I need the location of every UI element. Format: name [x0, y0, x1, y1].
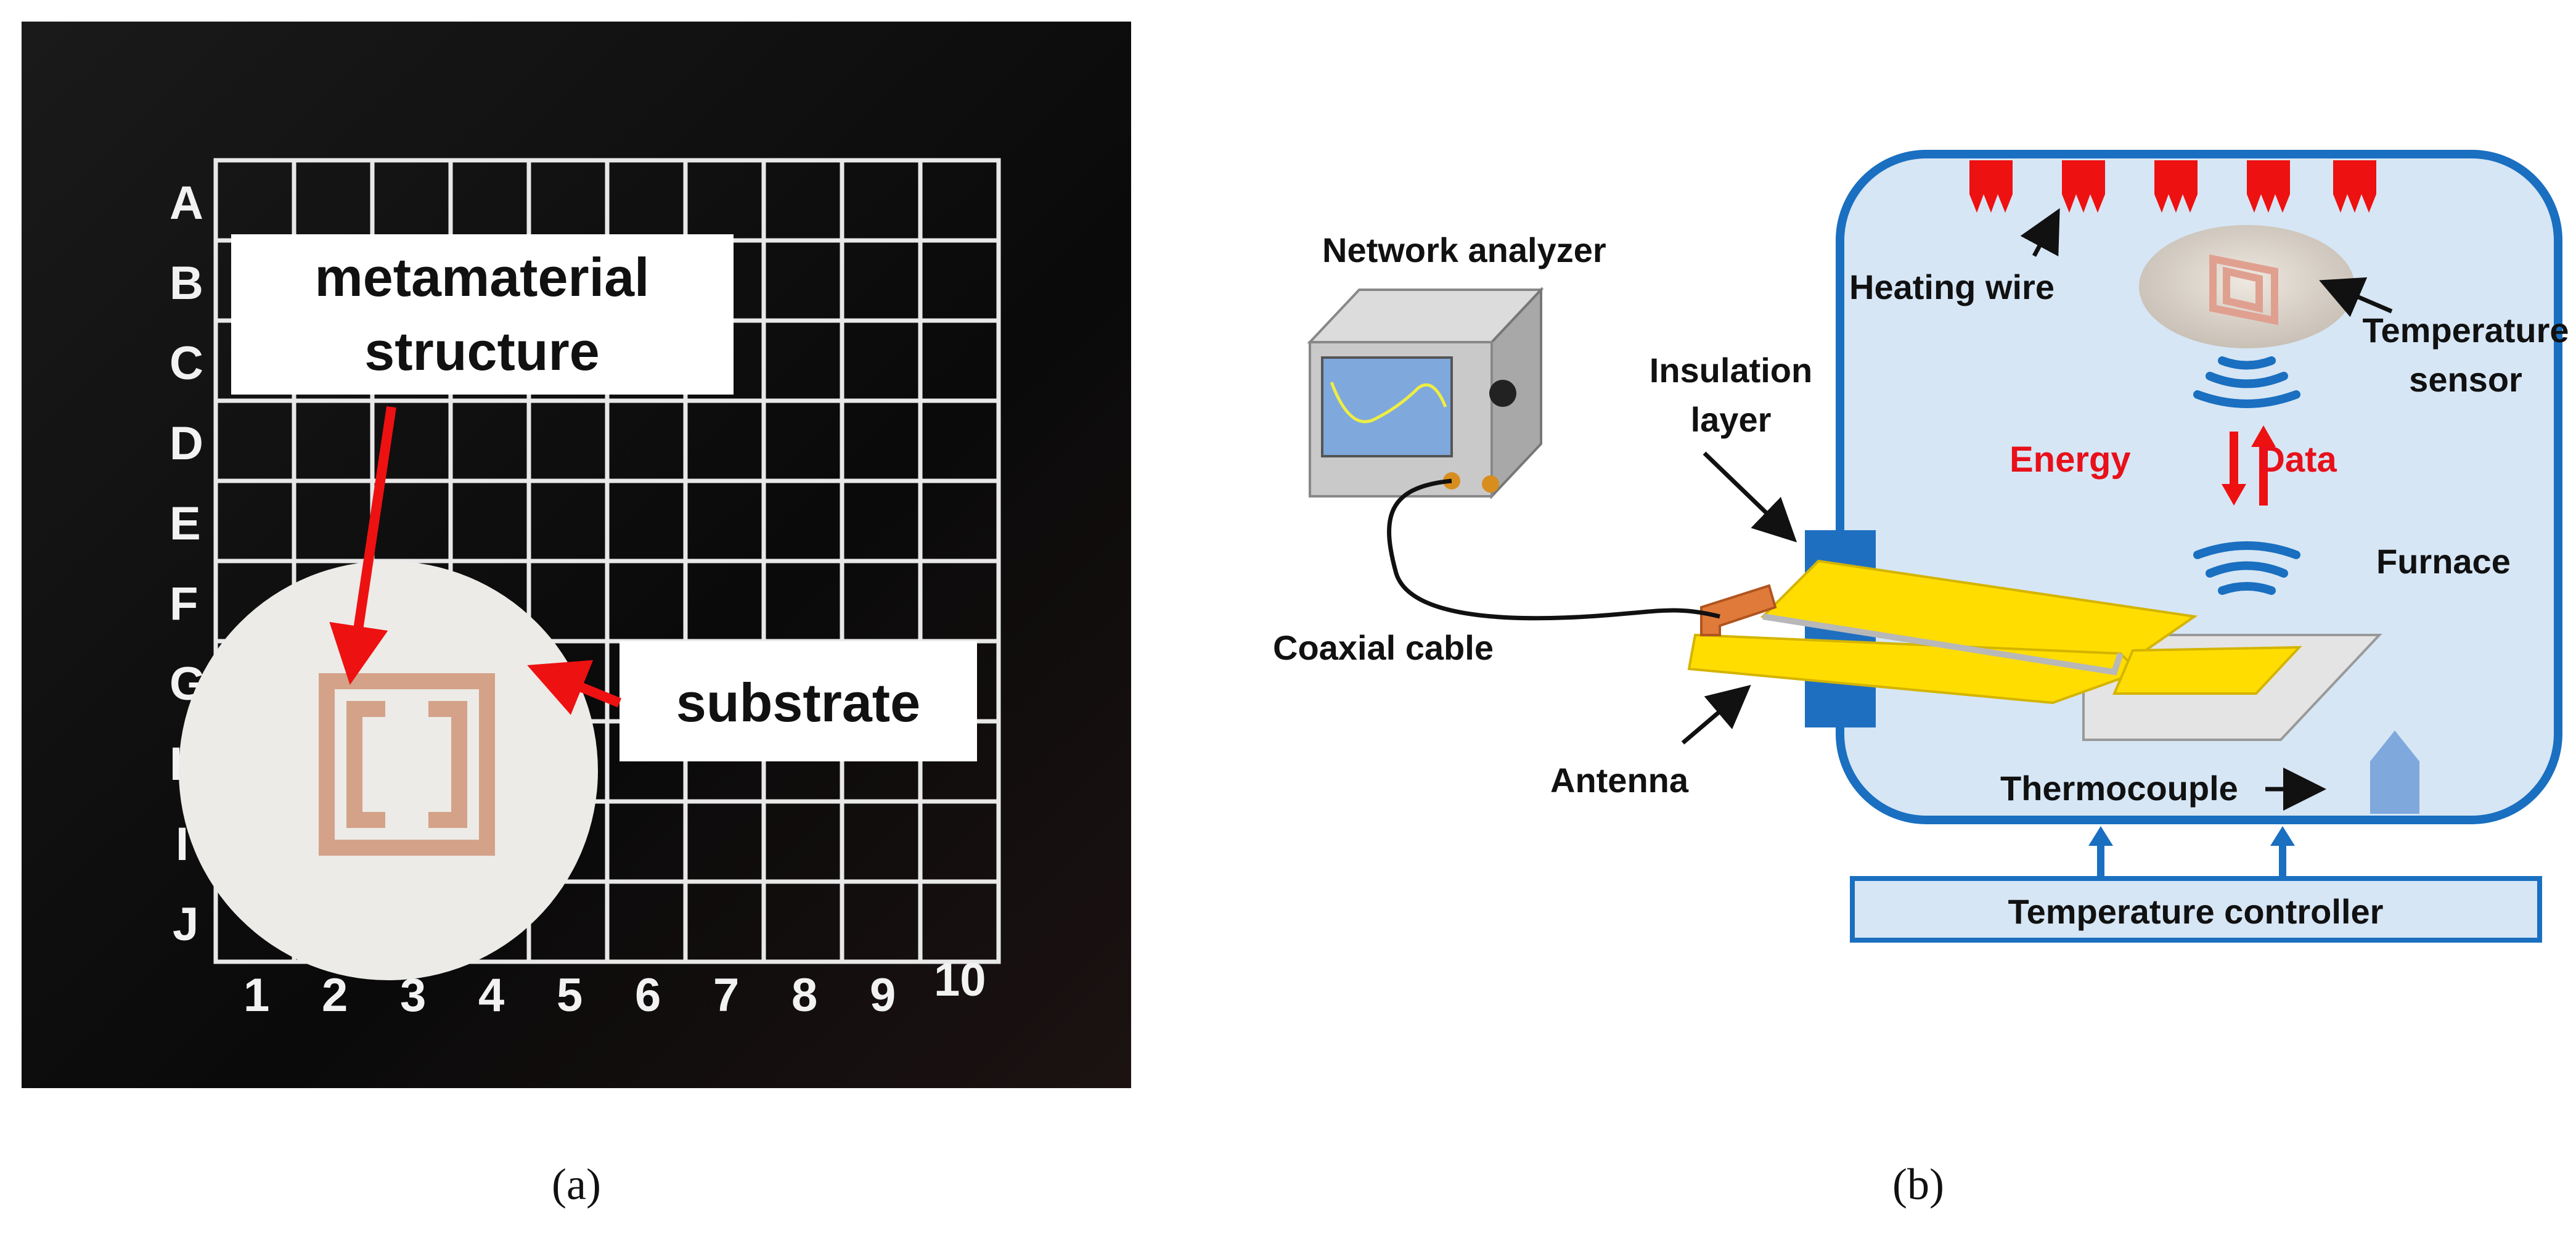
- row-label-i: I: [176, 818, 189, 870]
- panel-b-schematic: Network analyzer Coaxial cable Insulatio…: [1273, 150, 2569, 943]
- temperature-controller-box: [1850, 876, 2542, 943]
- antenna-patch: [2112, 645, 2302, 695]
- substrate-disc: [179, 561, 598, 980]
- temperature-controller-label: Temperature controller: [2008, 892, 2384, 931]
- insulation-label-line2: layer: [1691, 400, 1772, 439]
- data-label: Data: [2259, 440, 2337, 480]
- analyzer-waveform: [1330, 382, 1447, 424]
- row-label-j: J: [173, 898, 198, 951]
- col-label-7: 7: [713, 969, 739, 1022]
- data-arrow: [2251, 425, 2276, 506]
- antenna-strip-lower: [1687, 633, 2141, 705]
- column-labels: 1 2 3 4 5 6 7 8 9 10: [243, 954, 986, 1022]
- antenna-arrow: [1681, 684, 1751, 745]
- panel-b-caption: (b): [1892, 1160, 1944, 1209]
- substrate-label: substrate: [676, 672, 920, 733]
- temperature-sensor-arrow: [2319, 277, 2393, 317]
- analyzer-knob-icon: [1489, 380, 1516, 407]
- metamaterial-label-box: [231, 234, 734, 395]
- thermocouple-label: Thermocouple: [2000, 769, 2238, 808]
- col-label-6: 6: [635, 969, 661, 1022]
- col-label-4: 4: [478, 969, 504, 1022]
- substrate-arrow: [527, 660, 622, 715]
- heating-wires: [1969, 160, 2376, 213]
- energy-label: Energy: [2010, 440, 2131, 480]
- coaxial-cable: [1387, 478, 1720, 621]
- col-label-8: 8: [791, 969, 817, 1022]
- furnace-label: Furnace: [2376, 542, 2511, 581]
- antenna-label: Antenna: [1550, 761, 1689, 800]
- analyzer-port-2: [1482, 475, 1499, 493]
- panel-a-caption: (a): [552, 1160, 601, 1209]
- row-label-b: B: [170, 257, 203, 309]
- temperature-sensor-label-line2: sensor: [2409, 360, 2522, 399]
- col-label-5: 5: [557, 969, 583, 1022]
- metamaterial-label-line1: metamaterial: [315, 247, 650, 308]
- network-analyzer: [1307, 286, 1544, 500]
- heating-wire-arrow: [2020, 208, 2060, 257]
- col-label-9: 9: [870, 969, 896, 1022]
- metamaterial-arrow: [329, 406, 396, 685]
- antenna-connector: [1700, 584, 1777, 636]
- controller-arrows: [2088, 826, 2295, 879]
- insulation-arrow: [1703, 451, 1797, 543]
- row-label-e: E: [170, 498, 201, 550]
- photo-background: [22, 22, 1131, 1088]
- antenna-wireless-arcs: [2193, 541, 2300, 595]
- metamaterial-ring: [319, 673, 495, 856]
- antenna-gap: [1762, 613, 2124, 676]
- heating-wire-label: Heating wire: [1849, 268, 2055, 306]
- coaxial-cable-label: Coaxial cable: [1273, 628, 1494, 667]
- row-label-a: A: [170, 177, 203, 229]
- row-label-f: F: [170, 578, 198, 630]
- temperature-sensor: [2139, 225, 2355, 348]
- insulation-label-line1: Insulation: [1650, 351, 1812, 390]
- thermocouple-icon: [2370, 731, 2419, 814]
- sensor-wireless-arcs: [2193, 356, 2300, 408]
- temperature-sensor-label-line1: Temperature: [2362, 311, 2569, 350]
- col-label-10: 10: [934, 954, 986, 1006]
- substrate-label-box: [619, 641, 977, 761]
- metamaterial-label-line2: structure: [364, 321, 599, 382]
- row-label-c: C: [170, 337, 203, 390]
- row-label-d: D: [170, 417, 203, 470]
- energy-arrow: [2222, 432, 2246, 506]
- col-label-1: 1: [243, 969, 269, 1022]
- sensor-ring-icon: [2209, 254, 2278, 326]
- panel-a-photo: A B C D E F G H I J 1 2 3 4 5 6 7 8 9 10: [22, 22, 1131, 1088]
- col-label-2: 2: [322, 969, 348, 1022]
- network-analyzer-label: Network analyzer: [1322, 231, 1606, 269]
- analyzer-screen: [1321, 356, 1453, 457]
